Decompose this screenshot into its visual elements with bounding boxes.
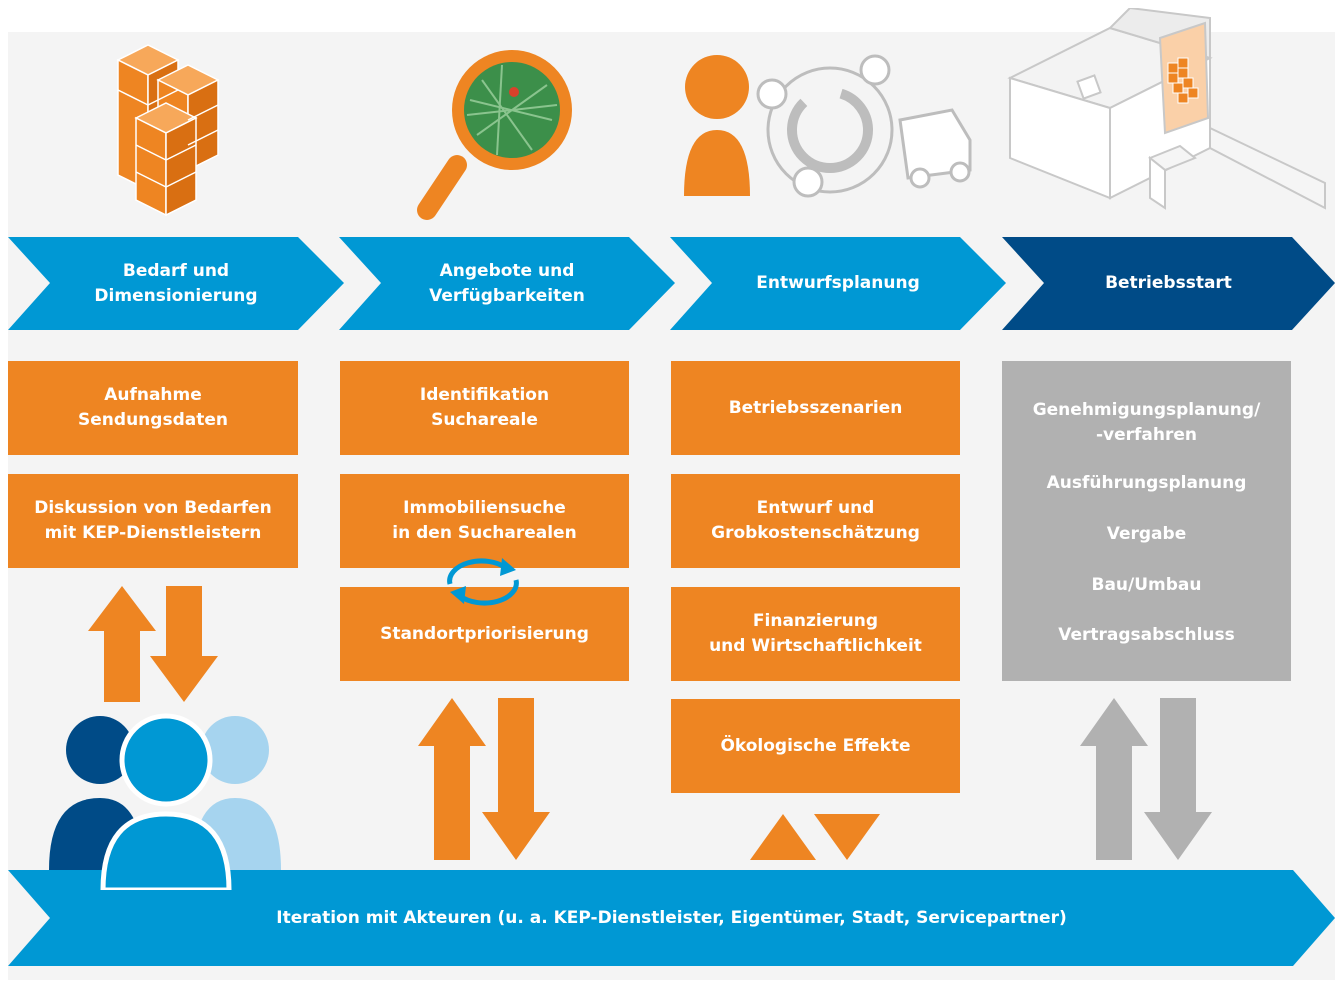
step-text: Genehmigungsplanung/ -verfahren [1032,400,1261,445]
step-box: Ökologische Effekte [671,699,960,793]
iteration-bar: Iteration mit Akteuren (u. a. KEP-Dienst… [8,870,1335,966]
step-box: Finanzierung und Wirtschaftlichkeit [671,587,960,681]
person-cycle-van-icon [680,50,980,210]
stakeholders-icon [45,710,285,893]
phase-chevron-2: Angebote und Verfügbarkeiten [339,237,675,330]
phase-label: Entwurfsplanung [756,273,920,293]
step-box: Immobiliensuche in den Sucharealen [340,474,629,568]
phase-chevron-4: Betriebsstart [1002,237,1335,330]
step-box-gray: Genehmigungsplanung/ -verfahren Ausführu… [1002,361,1291,681]
phase-chevron-3: Entwurfsplanung [670,237,1006,330]
phase-label: Angebote und Verfügbarkeiten [429,260,585,306]
up-down-arrows-icon [1080,698,1212,860]
stacked-boxes-icon [108,40,228,220]
step-box: Betriebsszenarien [671,361,960,455]
phase-chevron-1: Bedarf und Dimensionierung [8,237,344,330]
step-text: Vergabe [1106,524,1187,544]
refresh-cycle-icon [442,556,524,606]
step-box: Identifikation Suchareale [340,361,629,455]
magnifier-map-icon [412,40,582,225]
depot-building-icon [1000,6,1330,223]
step-box: Diskussion von Bedarfen mit KEP-Dienstle… [8,474,298,568]
up-down-triangles-icon [750,814,882,860]
step-text: Vertragsabschluss [1058,625,1235,645]
iteration-label: Iteration mit Akteuren (u. a. KEP-Dienst… [276,908,1067,928]
phase-label: Betriebsstart [1105,273,1232,293]
phase-label: Bedarf und Dimensionierung [94,260,258,306]
step-text: Ausführungsplanung [1046,473,1247,493]
up-down-arrows-icon [418,698,550,860]
step-box: Aufnahme Sendungsdaten [8,361,298,455]
up-down-arrows-icon [88,586,218,702]
step-box: Entwurf und Grobkostenschätzung [671,474,960,568]
step-text: Bau/Umbau [1091,575,1202,595]
